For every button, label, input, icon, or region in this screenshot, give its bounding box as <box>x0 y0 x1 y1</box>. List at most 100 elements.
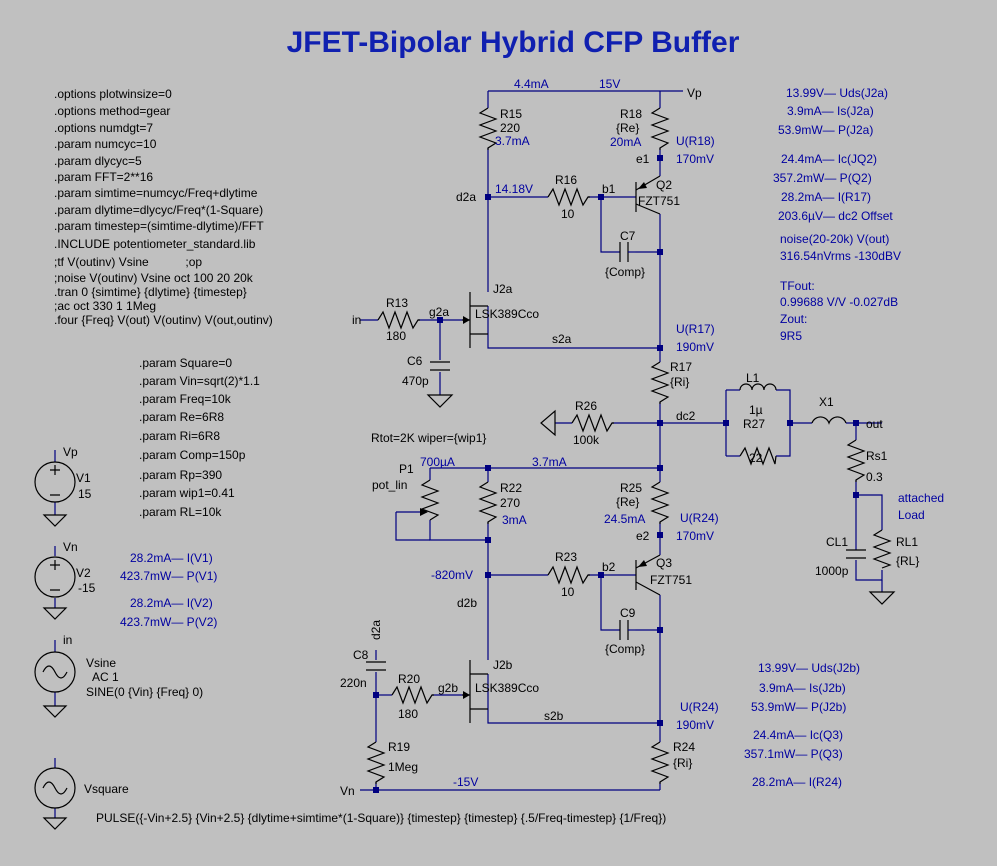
net-label-b1: b1 <box>602 182 616 196</box>
source-value: SINE(0 {Vin} {Freq} 0) <box>86 685 203 699</box>
resistor-r26 <box>571 413 614 433</box>
page-title: JFET-Bipolar Hybrid CFP Buffer <box>287 26 740 59</box>
label-q2: Q2 <box>656 178 672 192</box>
measurement: 53.9mW— P(J2b) <box>751 700 846 714</box>
resistor-r17 <box>650 361 670 404</box>
directive: .options plotwinsize=0 <box>54 87 172 101</box>
tfout-value: 0.99688 V/V -0.027dB <box>780 295 898 309</box>
value-rs1: 0.3 <box>866 470 883 484</box>
value-c9: {Comp} <box>605 642 645 656</box>
jfet-j2a <box>462 292 488 348</box>
pot-annotation: Rtot=2K wiper={wip1} <box>371 431 486 445</box>
net-label: Vp <box>63 445 78 459</box>
measurements-left: 28.2mA— I(V1) 423.7mW— P(V1) 28.2mA— I(V… <box>120 551 217 629</box>
op-label: 170mV <box>676 152 714 166</box>
label-r16: R16 <box>555 173 577 187</box>
resistor-rl1 <box>872 529 892 569</box>
capacitor-cl1 <box>846 549 866 559</box>
net-label-e2: e2 <box>636 529 650 543</box>
label-c8: C8 <box>353 648 369 662</box>
param: .param RL=10k <box>139 505 222 519</box>
resistor-r25 <box>650 481 670 524</box>
label-c7: C7 <box>620 229 636 243</box>
operating-point-labels: 4.4mA 15V 3.7mA 20mA U(R18) 170mV 14.18V… <box>420 77 944 789</box>
measurement: 423.7mW— P(V1) <box>120 569 217 583</box>
label-r13: R13 <box>386 296 408 310</box>
label-r25: R25 <box>620 481 642 495</box>
label-rs1: Rs1 <box>866 449 888 463</box>
value-r13: 180 <box>386 329 406 343</box>
capacitor-c7 <box>619 242 636 262</box>
label-r24: R24 <box>673 740 695 754</box>
net-label-s2b: s2b <box>544 709 564 723</box>
op-label: 4.4mA <box>514 77 549 91</box>
value-r23: 10 <box>561 585 575 599</box>
source-name: V1 <box>76 471 91 485</box>
voltage-source-vsquare <box>34 767 76 809</box>
directive: .param dlycyc=5 <box>54 154 142 168</box>
measurements-bottom: 13.99V— Uds(J2b) 3.9mA— Is(J2b) 53.9mW— … <box>744 661 860 789</box>
directive: .param FFT=2**16 <box>54 170 153 184</box>
measurements-top: 13.99V— Uds(J2a) 3.9mA— Is(J2a) 53.9mW— … <box>773 86 901 343</box>
op-label: U(R24) <box>680 511 719 525</box>
param: .param Square=0 <box>139 356 232 370</box>
measurement: 357.1mW— P(Q3) <box>744 747 843 761</box>
param: .param Rp=390 <box>139 468 222 482</box>
measurement: 423.7mW— P(V2) <box>120 615 217 629</box>
op-label: U(R24) <box>680 700 719 714</box>
measurement: 53.9mW— P(J2a) <box>778 123 873 137</box>
measurement: 13.99V— Uds(J2a) <box>786 86 888 100</box>
source-value: -15 <box>78 581 96 595</box>
param: .param Ri=6R8 <box>139 429 220 443</box>
op-label: 3mA <box>502 513 527 527</box>
label-r27: R27 <box>743 417 765 431</box>
voltage-source-v2 <box>34 556 76 598</box>
op-label: 700µA <box>420 455 455 469</box>
directive: .param timestep=(simtime-dlytime)/FFT <box>54 219 264 233</box>
zout-label: Zout: <box>780 312 807 326</box>
capacitor-c6 <box>430 361 450 371</box>
voltage-source-vsine <box>34 651 76 693</box>
net-label: Vn <box>63 540 78 554</box>
value-r19: 1Meg <box>388 760 418 774</box>
ground-load <box>868 591 896 605</box>
param: .param Comp=150p <box>139 448 246 462</box>
source-labels: Vp V1 15 Vn V2 -15 in Vsine AC 1 SINE(0 … <box>63 445 203 796</box>
op-label: 190mV <box>676 340 714 354</box>
ground-v2 <box>42 607 68 620</box>
net-label-vn: Vn <box>340 784 355 798</box>
op-label: -820mV <box>431 568 473 582</box>
value-r17: {Ri} <box>670 375 689 389</box>
label-c6: C6 <box>407 354 423 368</box>
pulse-directive: PULSE({-Vin+2.5} {Vin+2.5} {dlytime+simt… <box>96 811 666 825</box>
op-label: 15V <box>599 77 620 91</box>
directive: .param simtime=numcyc/Freq+dlytime <box>54 186 258 200</box>
ground-c6 <box>426 394 454 408</box>
directive: ;noise V(outinv) Vsine oct 100 20 20k <box>54 271 254 285</box>
zout-value: 9R5 <box>780 329 802 343</box>
op-label: 3.7mA <box>532 455 567 469</box>
value-r25: {Re} <box>616 495 639 509</box>
directive: .options numdgt=7 <box>54 121 153 135</box>
resistor-r24 <box>650 741 670 784</box>
spice-directives: .options plotwinsize=0 .options method=g… <box>54 87 273 327</box>
transistor-q3 <box>635 554 661 596</box>
measurement: 203.6µV— dc2 Offset <box>778 209 893 223</box>
net-label-d2a: d2a <box>456 190 476 204</box>
measurement: 28.2mA— I(R24) <box>752 775 842 789</box>
measurement: 28.2mA— I(R17) <box>781 190 871 204</box>
value-r15: 220 <box>500 121 520 135</box>
measurement: 24.4mA— Ic(Q3) <box>753 728 843 742</box>
value-r20: 180 <box>398 707 418 721</box>
op-label: 14.18V <box>495 182 533 196</box>
resistor-r15 <box>478 107 498 150</box>
value-rl1: {RL} <box>896 554 919 568</box>
part-j2a: LSK389Cco <box>475 307 539 321</box>
source-name: V2 <box>76 566 91 580</box>
label-r18: R18 <box>620 107 642 121</box>
net-label: in <box>63 633 72 647</box>
measurement: 357.2mW— P(Q2) <box>773 171 872 185</box>
measurement: 24.4mA— Ic(JQ2) <box>781 152 877 166</box>
net-label-g2a: g2a <box>429 305 449 319</box>
source-value: AC 1 <box>92 670 119 684</box>
